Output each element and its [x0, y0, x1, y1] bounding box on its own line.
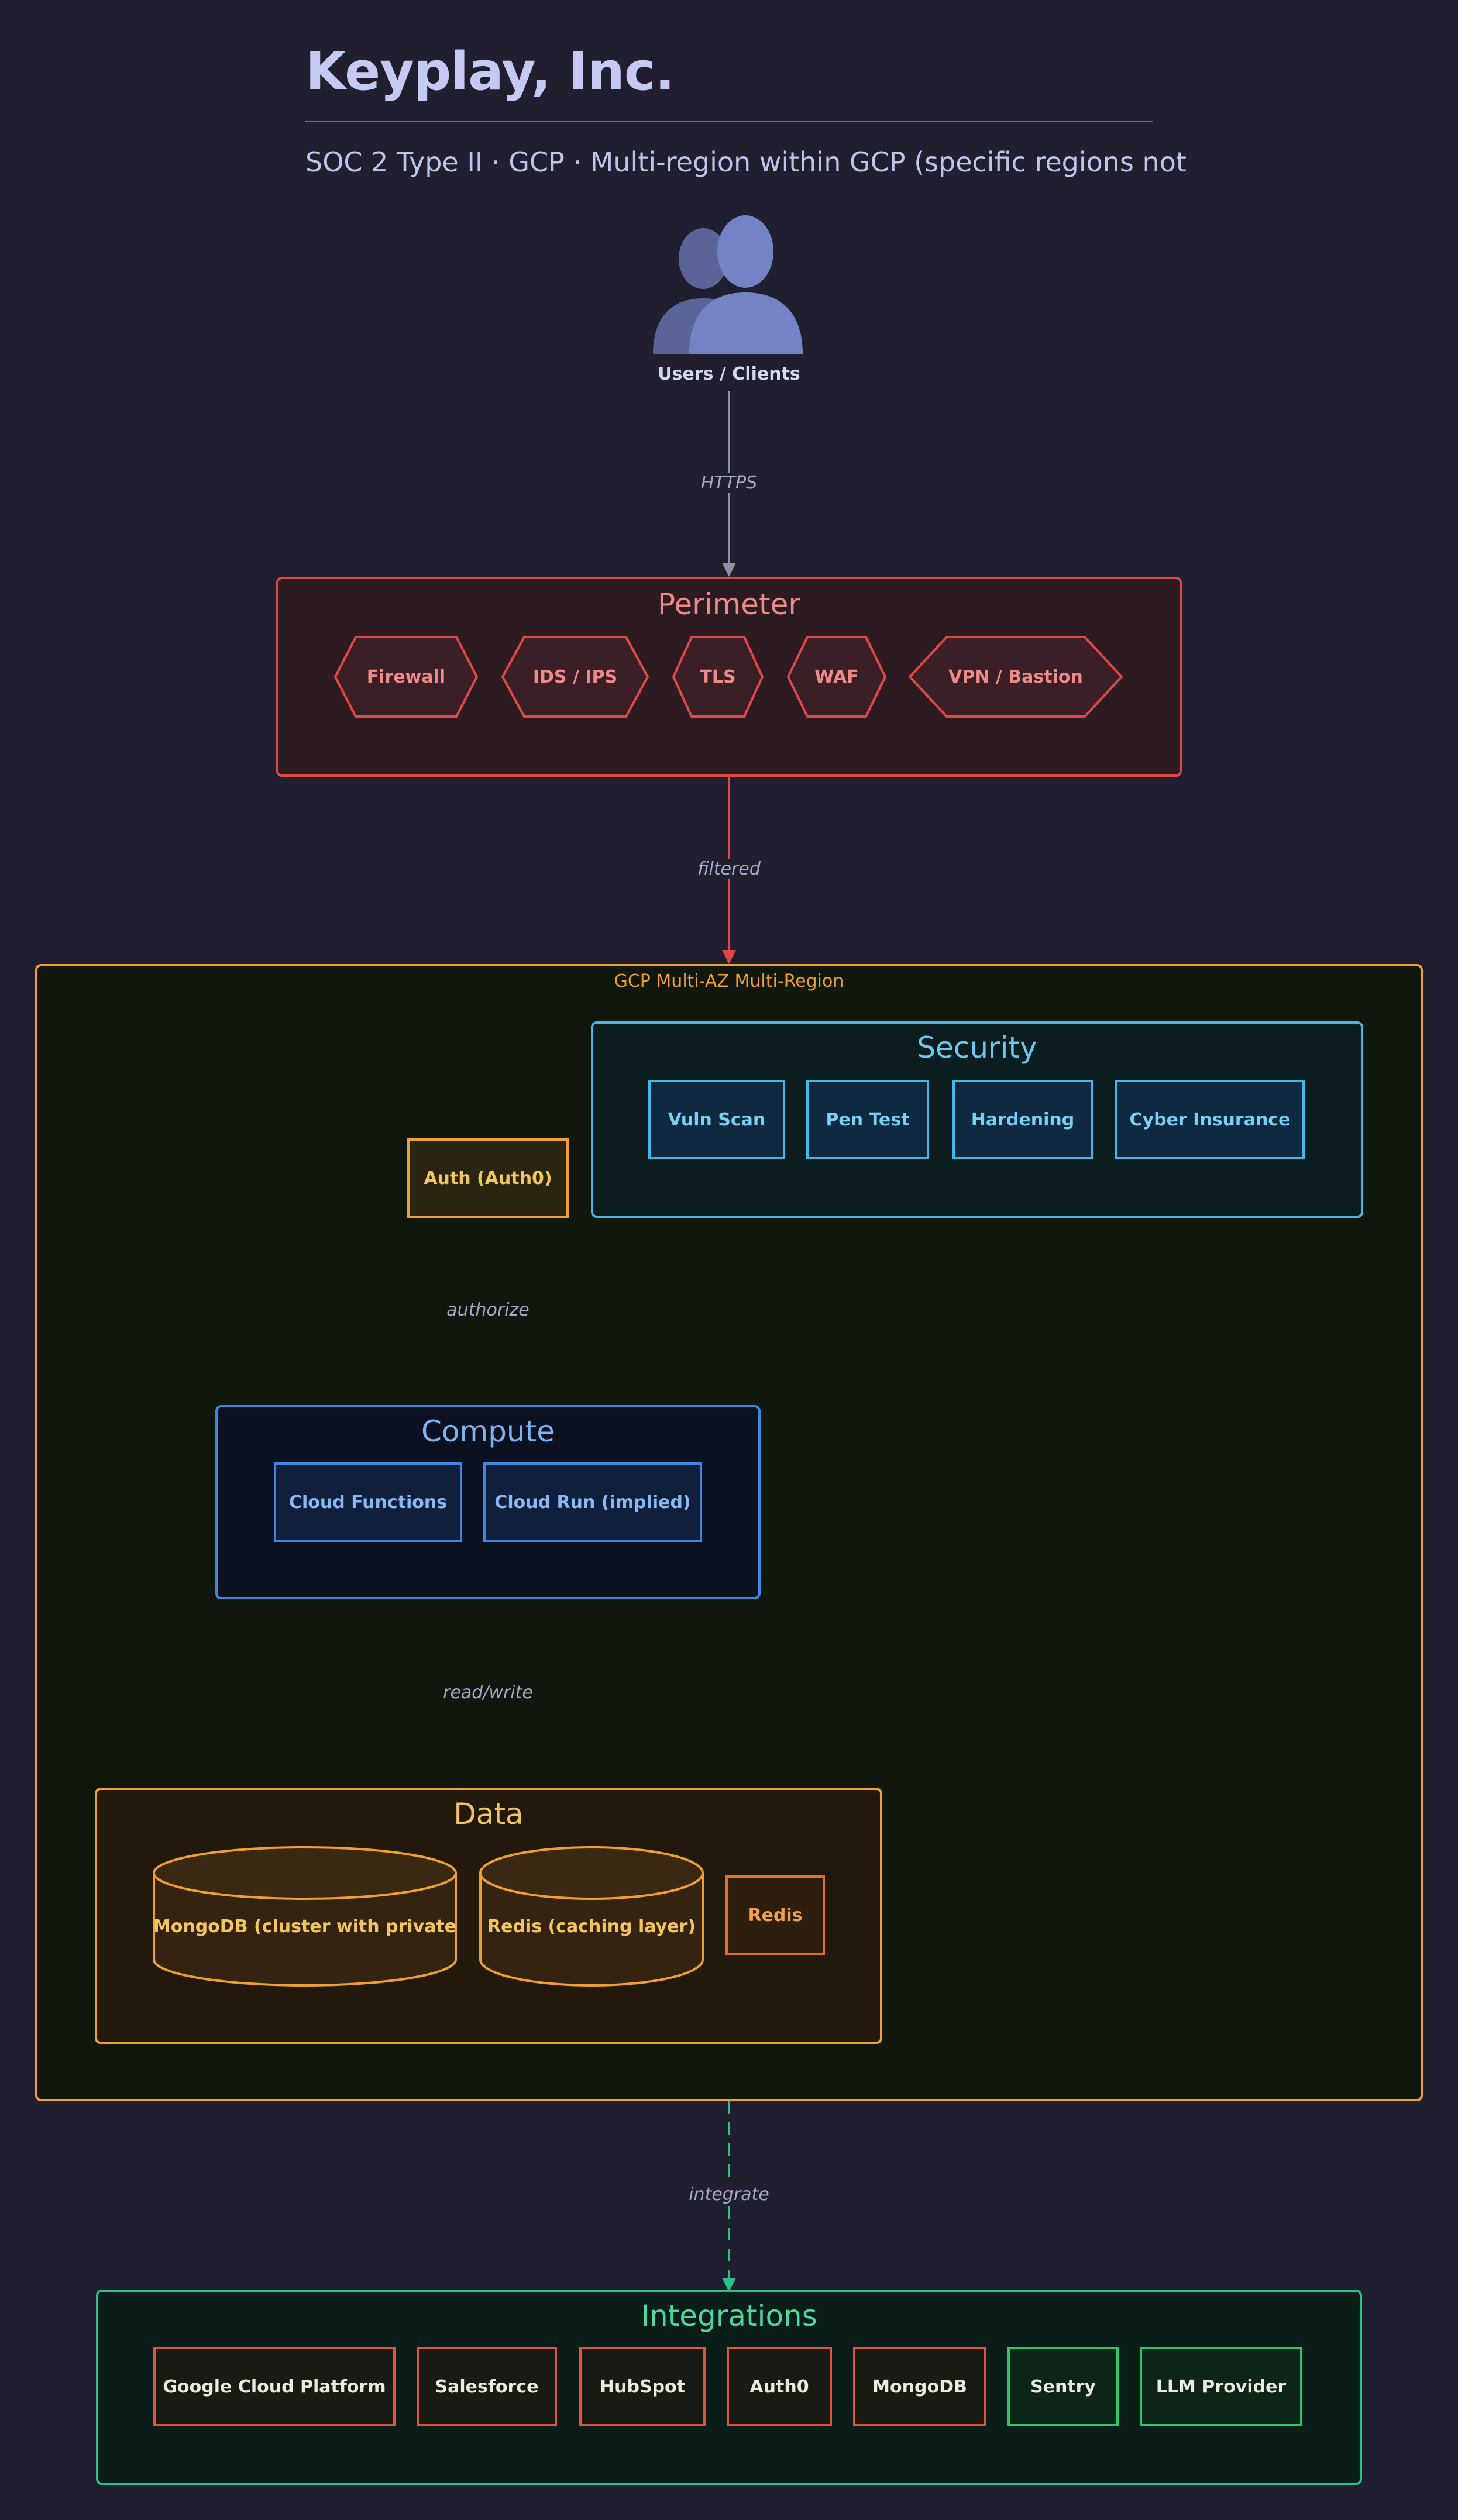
perimeter-title: Perimeter — [658, 587, 800, 621]
page-subtitle: SOC 2 Type II · GCP · Multi-region withi… — [305, 146, 1187, 178]
security-node-cyber-insurance: Cyber Insurance — [1115, 1080, 1305, 1159]
edge-https-arrow — [722, 563, 736, 577]
integration-node-salesforce: Salesforce — [417, 2347, 557, 2426]
cloud-region-label: GCP Multi-AZ Multi-Region — [614, 971, 844, 992]
edge-label-https: HTTPS — [612, 473, 846, 493]
perimeter-node-firewall: Firewall — [333, 635, 479, 718]
data-node-redis-cache: Redis (caching layer) — [479, 1846, 704, 1987]
users-label: Users / Clients — [658, 364, 800, 384]
data-node-mongodb: MongoDB (cluster with private — [152, 1846, 458, 1987]
compute-node-cloud-run: Cloud Run (implied) — [483, 1462, 702, 1542]
page-title: Keyplay, Inc. — [305, 41, 675, 102]
integration-node-hubspot: HubSpot — [579, 2347, 706, 2426]
integration-node-sentry: Sentry — [1007, 2347, 1119, 2426]
edge-filtered-arrow — [722, 950, 736, 964]
compute-node-cloud-functions: Cloud Functions — [274, 1462, 462, 1542]
integration-node-auth0: Auth0 — [727, 2347, 832, 2426]
perimeter-node-waf: WAF — [786, 635, 887, 718]
users-icon — [653, 215, 803, 354]
security-title: Security — [917, 1031, 1037, 1065]
edge-integrate-arrow — [722, 2278, 736, 2292]
security-node-hardening: Hardening — [952, 1080, 1093, 1159]
edge-label-filtered: filtered — [612, 859, 846, 879]
auth-node: Auth (Auth0) — [407, 1138, 569, 1218]
integration-node-llm-provider: LLM Provider — [1140, 2347, 1302, 2426]
security-node-vuln-scan: Vuln Scan — [648, 1080, 785, 1159]
title-divider — [305, 121, 1153, 122]
security-node-pen-test: Pen Test — [806, 1080, 929, 1159]
integrations-title: Integrations — [641, 2299, 817, 2333]
perimeter-node-tls: TLS — [672, 635, 764, 718]
data-node-redis: Redis — [725, 1875, 825, 1955]
compute-title: Compute — [421, 1414, 555, 1448]
edge-label-integrate: integrate — [612, 2184, 846, 2205]
edge-label-authorize: authorize — [371, 1300, 605, 1320]
integration-node-google-cloud-platform: Google Cloud Platform — [153, 2347, 396, 2426]
perimeter-node-ids-ips: IDS / IPS — [501, 635, 649, 718]
integration-node-mongodb: MongoDB — [853, 2347, 986, 2426]
data-title: Data — [453, 1797, 524, 1831]
edge-label-read-write: read/write — [371, 1682, 605, 1703]
perimeter-node-vpn-bastion: VPN / Bastion — [908, 635, 1123, 718]
